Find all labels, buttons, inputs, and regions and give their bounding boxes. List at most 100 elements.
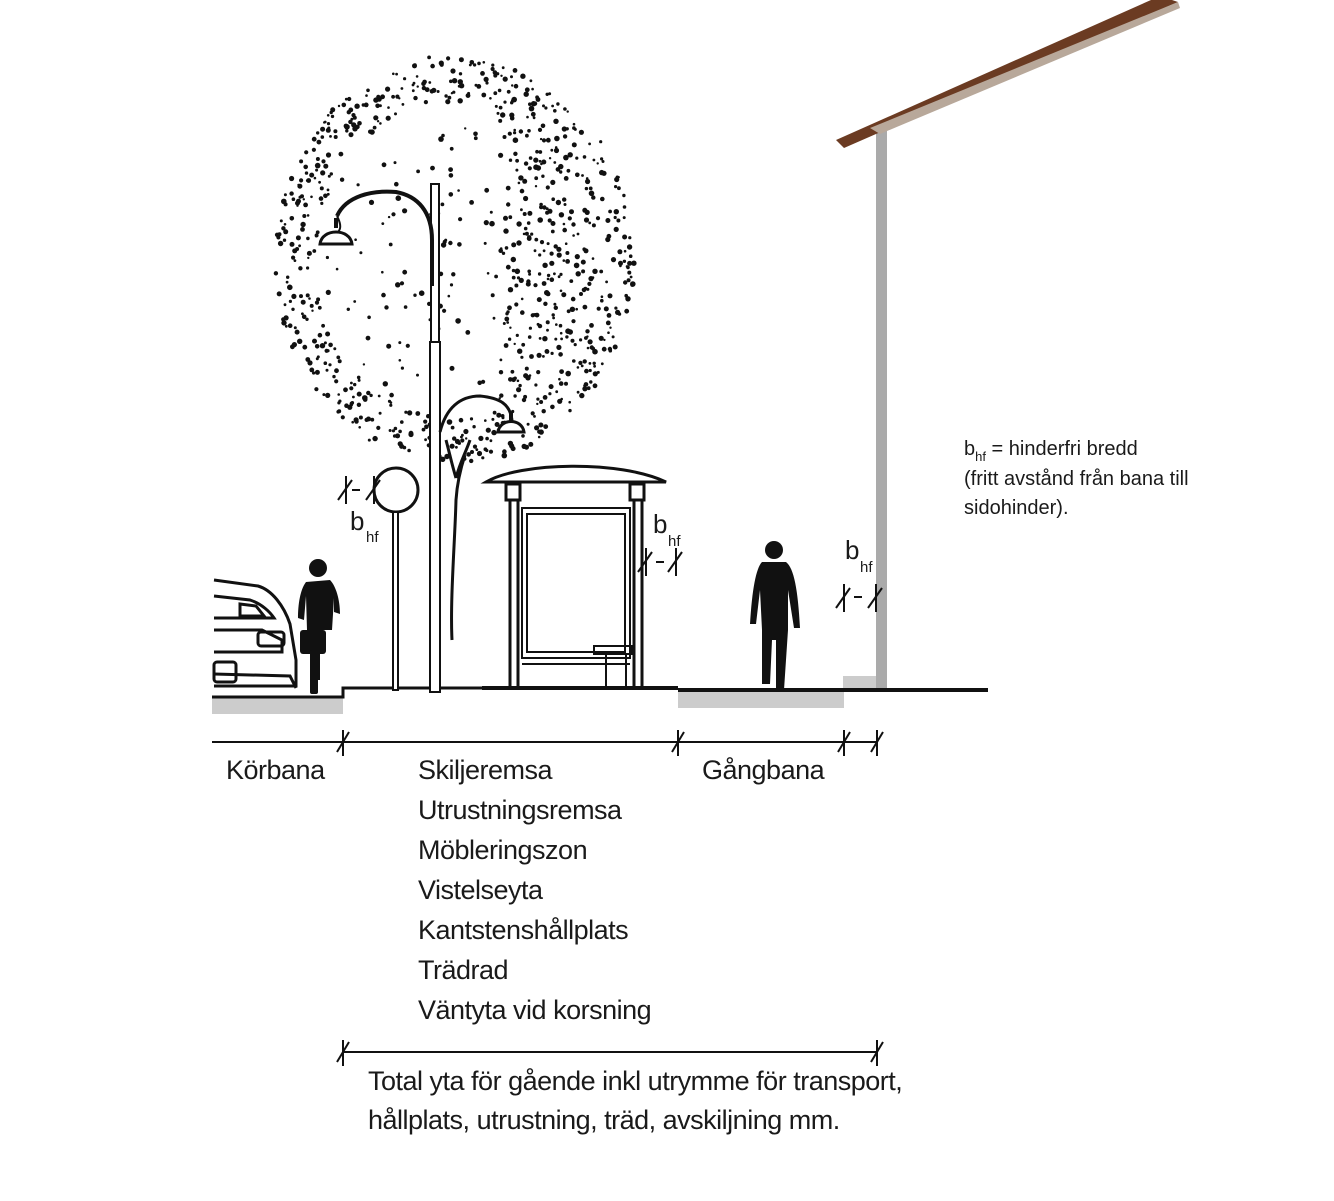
foliage-dot <box>376 94 381 99</box>
foliage-dot <box>387 106 390 109</box>
middle-zone-label: Vistelseyta <box>418 875 544 905</box>
foliage-dot <box>333 347 337 351</box>
foliage-dot <box>544 349 550 354</box>
foliage-dot <box>335 267 339 271</box>
foliage-dot <box>353 300 357 303</box>
foliage-dot <box>398 441 402 446</box>
foliage-dot <box>534 383 538 387</box>
foliage-dot <box>529 354 534 359</box>
foliage-dot <box>508 377 513 382</box>
foliage-dot <box>568 400 571 404</box>
foliage-dot <box>549 277 555 283</box>
foliage-dot <box>478 435 484 441</box>
foliage-dot <box>587 281 592 286</box>
foliage-dot <box>622 259 627 263</box>
foliage-dot <box>447 95 452 100</box>
foliage-dot <box>309 303 314 308</box>
foliage-dot <box>315 168 319 172</box>
foliage-dot <box>606 233 612 239</box>
foliage-dot <box>564 381 568 386</box>
foliage-dot <box>366 390 371 396</box>
foliage-dot <box>549 251 554 256</box>
foliage-dot <box>520 208 523 212</box>
foliage-dot <box>513 83 519 89</box>
foliage-dot <box>489 220 495 227</box>
foliage-dot <box>395 433 401 439</box>
foliage-dot <box>311 136 317 142</box>
foliage-dot <box>472 63 477 67</box>
foliage-dot <box>548 384 554 390</box>
foliage-dot <box>498 248 504 253</box>
foliage-dot <box>558 352 563 357</box>
foliage-dot <box>388 429 392 432</box>
foliage-dot <box>315 230 320 235</box>
foliage-dot <box>391 94 395 99</box>
foliage-dot <box>323 163 329 169</box>
foliage-dot <box>430 63 435 69</box>
foliage-dot <box>600 298 604 303</box>
foliage-dot <box>589 323 594 328</box>
foliage-dot <box>321 323 325 328</box>
foliage-dot <box>591 223 596 228</box>
foliage-dot <box>551 197 555 201</box>
foliage-dot <box>391 429 395 433</box>
foliage-dot <box>356 402 362 407</box>
foliage-dot <box>284 324 288 328</box>
foliage-dot <box>326 349 330 353</box>
foliage-dot <box>299 294 303 299</box>
foliage-dot <box>537 429 542 434</box>
foliage-dot <box>346 110 351 115</box>
foliage-dot <box>497 88 502 93</box>
foliage-dot <box>517 348 523 354</box>
foliage-dot <box>516 387 522 393</box>
foliage-dot <box>592 383 598 389</box>
foliage-dot <box>500 414 505 418</box>
foliage-dot <box>423 100 428 105</box>
foliage-dot <box>323 120 327 124</box>
foliage-dot <box>387 399 392 403</box>
foliage-dot <box>455 445 458 449</box>
foliage-dot <box>605 218 611 223</box>
foliage-dot <box>297 183 300 187</box>
foliage-dot <box>511 242 517 248</box>
foliage-dot <box>527 129 531 133</box>
foliage-dot <box>415 75 419 78</box>
foliage-dot <box>534 425 540 431</box>
foliage-dot <box>325 127 331 133</box>
foliage-dot <box>561 292 567 298</box>
legend-definition: = hinderfri bredd <box>986 438 1138 460</box>
foliage-dot <box>389 403 393 407</box>
foliage-dot <box>288 299 292 303</box>
foliage-dot <box>402 269 408 275</box>
foliage-dot <box>518 383 522 388</box>
foliage-dot <box>427 55 431 60</box>
foliage-dot <box>562 134 568 139</box>
foliage-dot <box>514 268 521 275</box>
foliage-dot <box>314 300 320 305</box>
foliage-dot <box>310 195 313 199</box>
middle-zone-label: Trädrad <box>418 955 508 985</box>
foliage-dot <box>333 129 338 134</box>
foliage-dot <box>588 190 595 197</box>
foliage-dot <box>320 126 326 132</box>
foliage-dot <box>316 355 320 359</box>
foliage-dot <box>537 217 543 223</box>
bus-shelter-icon <box>480 464 678 690</box>
foliage-dot <box>613 215 617 220</box>
foliage-dot <box>481 92 487 98</box>
foliage-dot <box>528 272 532 276</box>
foliage-dot <box>498 397 501 400</box>
foliage-dot <box>297 338 303 344</box>
foliage-dot <box>542 205 547 210</box>
foliage-dot <box>504 246 509 250</box>
foliage-dot <box>491 417 495 421</box>
foliage-dot <box>618 260 623 266</box>
foliage-dot <box>545 210 550 215</box>
foliage-dot <box>558 381 564 386</box>
foliage-dot <box>528 441 534 447</box>
foliage-dot <box>301 312 304 316</box>
foliage-dot <box>446 56 451 61</box>
foliage-dot <box>557 275 561 279</box>
foliage-dot <box>527 235 532 240</box>
foliage-dot <box>376 120 380 123</box>
